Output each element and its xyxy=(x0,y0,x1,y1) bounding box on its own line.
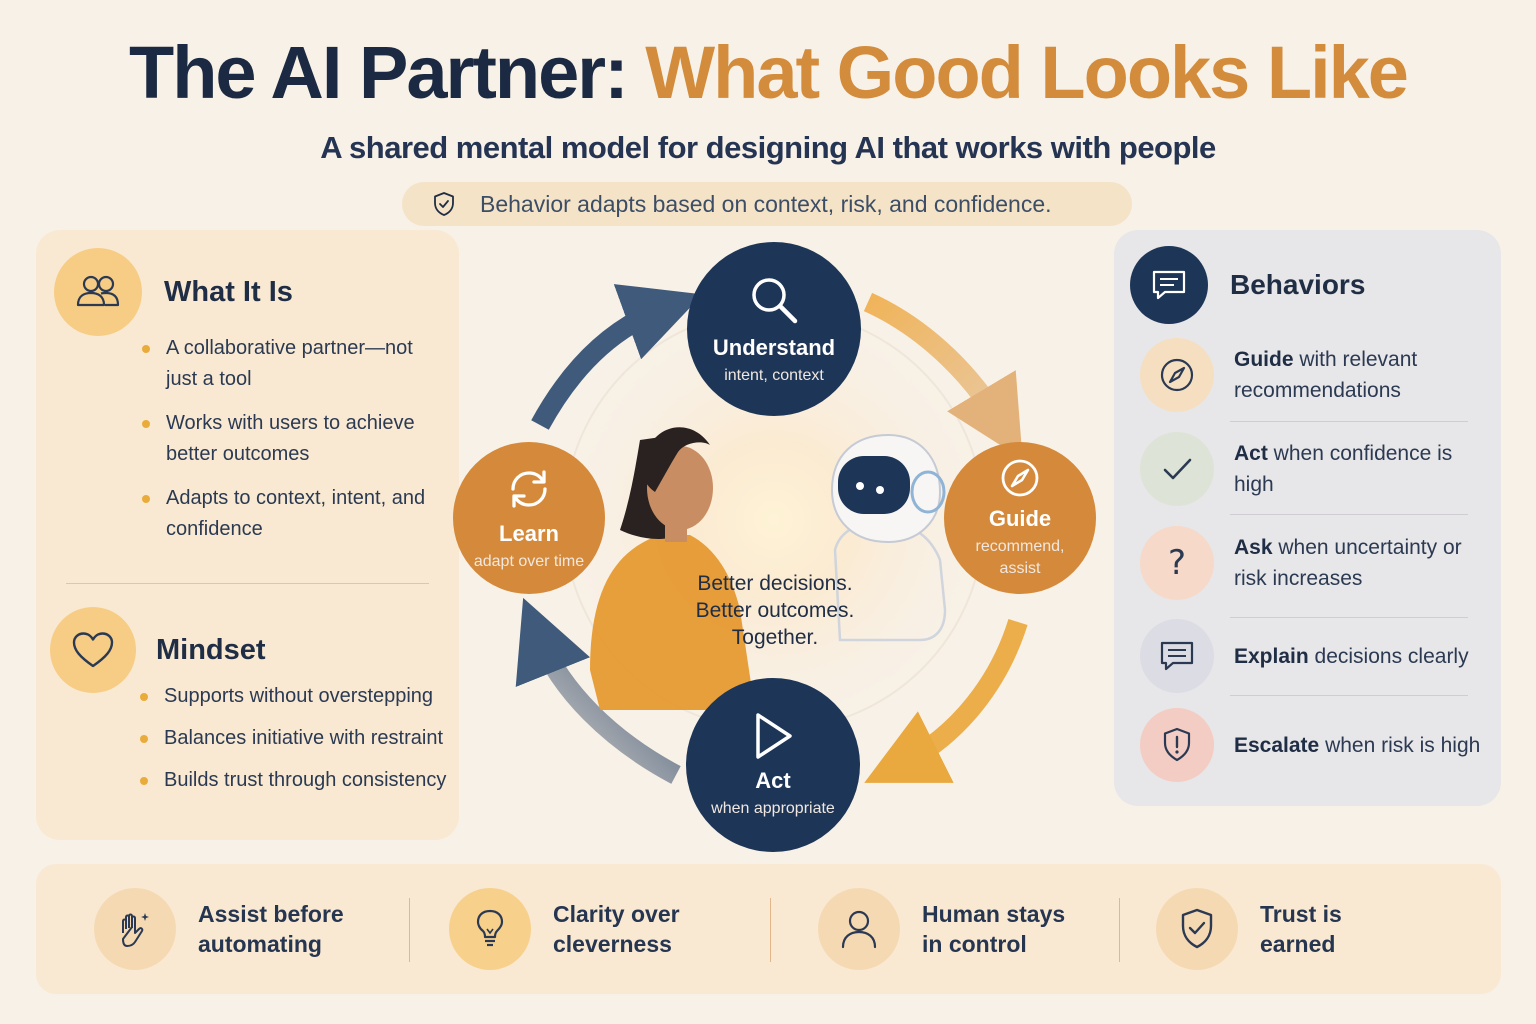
check-icon xyxy=(1140,432,1214,506)
alert-shield-icon xyxy=(1140,708,1214,782)
list-item: A collaborative partner—not just a tool xyxy=(140,333,430,395)
behavior-text: Explain decisions clearly xyxy=(1234,644,1469,668)
node-act[interactable]: Act when appropriate xyxy=(686,678,860,852)
behavior-ask: ? Ask when uncertainty or risk increases xyxy=(1140,526,1485,600)
shield-check-icon xyxy=(1156,888,1238,970)
refresh-icon xyxy=(511,470,547,508)
mindset-title: Mindset xyxy=(156,633,266,666)
behavior-text: Guide with relevant recommendations xyxy=(1234,348,1418,402)
question-icon: ? xyxy=(1140,526,1214,600)
principle-human-control: Human stays in control xyxy=(818,888,1082,970)
node-understand[interactable]: Understand intent, context xyxy=(687,242,861,416)
node-understand-sub: intent, context xyxy=(724,367,824,384)
principle-divider xyxy=(409,898,410,962)
compass-icon xyxy=(1140,338,1214,412)
node-learn-label: Learn xyxy=(499,521,559,546)
principle-divider xyxy=(1119,898,1120,962)
center-line: Better outcomes. xyxy=(695,599,855,622)
compass-icon xyxy=(1001,459,1039,497)
principle-divider xyxy=(770,898,771,962)
lightbulb-icon xyxy=(449,888,531,970)
node-act-label: Act xyxy=(755,768,791,793)
page-subtitle: A shared mental model for designing AI t… xyxy=(320,130,1216,165)
behavior-escalate: Escalate when risk is high xyxy=(1140,708,1485,782)
arrow-guide-to-act xyxy=(864,618,1028,783)
behaviors-title: Behaviors xyxy=(1230,269,1366,300)
arrow-act-to-learn xyxy=(515,597,681,784)
chat-icon xyxy=(1130,246,1208,324)
message-icon xyxy=(1140,619,1214,693)
behavior-divider xyxy=(1230,617,1468,618)
cycle-graphics xyxy=(515,284,1028,784)
node-act-sub: when appropriate xyxy=(711,800,835,817)
principle-label: Clarity over cleverness xyxy=(553,901,680,957)
list-item: Adapts to context, intent, and confidenc… xyxy=(140,483,430,545)
mindset-header: Mindset xyxy=(50,607,266,693)
arrow-understand-to-guide xyxy=(863,292,1023,460)
center-message: Better decisions. Better outcomes. Toget… xyxy=(690,570,860,651)
principle-label: Assist before automating xyxy=(198,901,344,957)
people-icon xyxy=(54,248,142,336)
behavior-divider xyxy=(1230,695,1468,696)
behavior-act: Act when confidence is high xyxy=(1140,432,1485,506)
principle-trust: Trust is earned xyxy=(1156,888,1420,970)
node-guide[interactable]: Guide recommend, assist xyxy=(944,442,1096,594)
behaviors-header: Behaviors xyxy=(1130,246,1365,324)
behavior-text: Ask when uncertainty or risk increases xyxy=(1234,536,1462,590)
what-it-is-list: A collaborative partner—not just a tool … xyxy=(140,333,430,545)
section-divider xyxy=(66,583,429,584)
list-item: Balances initiative with restraint xyxy=(138,723,458,754)
behavior-guide: Guide with relevant recommendations xyxy=(1140,338,1485,412)
list-item: Builds trust through consistency xyxy=(138,765,458,796)
context-banner: Behavior adapts based on context, risk, … xyxy=(402,182,1132,226)
node-guide-label: Guide xyxy=(988,506,1052,531)
principle-label: Human stays in control xyxy=(922,901,1066,957)
behavior-text: Act when confidence is high xyxy=(1234,442,1453,496)
search-icon xyxy=(752,278,798,324)
mindset-list: Supports without overstepping Balances i… xyxy=(138,681,458,796)
node-guide-sub: recommend, assist xyxy=(975,538,1065,577)
left-panel: What It Is A collaborative partner—not j… xyxy=(36,230,459,840)
principle-clarity: Clarity over cleverness xyxy=(449,888,713,970)
partner-cycle: Understand intent, context Guide recomme… xyxy=(440,230,1120,860)
center-line: Better decisions. xyxy=(697,572,853,595)
title-accent: What Good Looks Like xyxy=(645,31,1409,114)
what-it-is-title: What It Is xyxy=(164,275,293,308)
behaviors-panel: Behaviors Guide with relevant recommenda… xyxy=(1114,230,1501,806)
human-figure xyxy=(590,427,755,710)
center-line: Together. xyxy=(731,626,819,649)
banner-text: Behavior adapts based on context, risk, … xyxy=(480,190,1052,217)
heart-icon xyxy=(50,607,136,693)
robot-figure xyxy=(830,433,947,642)
node-learn-sub: adapt over time xyxy=(473,553,585,570)
behavior-divider xyxy=(1230,514,1468,515)
shield-check-icon xyxy=(434,192,454,216)
person-icon xyxy=(818,888,900,970)
arrow-learn-to-understand xyxy=(531,284,703,430)
principle-label: Trust is earned xyxy=(1260,901,1342,957)
behavior-explain: Explain decisions clearly xyxy=(1140,619,1485,693)
principle-assist: Assist before automating xyxy=(94,888,358,970)
hand-sparkle-icon xyxy=(94,888,176,970)
behavior-divider xyxy=(1230,421,1468,422)
what-it-is-header: What It Is xyxy=(54,248,293,336)
page-title: The AI Partner: What Good Looks Like xyxy=(0,30,1536,115)
play-icon xyxy=(756,713,792,759)
node-understand-label: Understand xyxy=(712,335,836,360)
list-item: Works with users to achieve better outco… xyxy=(140,408,430,470)
list-item: Supports without overstepping xyxy=(138,681,458,712)
node-learn[interactable]: Learn adapt over time xyxy=(453,442,605,594)
behavior-text: Escalate when risk is high xyxy=(1234,733,1481,757)
principles-strip: Assist before automating Clarity over cl… xyxy=(36,864,1501,994)
title-main: The AI Partner: xyxy=(129,31,646,114)
